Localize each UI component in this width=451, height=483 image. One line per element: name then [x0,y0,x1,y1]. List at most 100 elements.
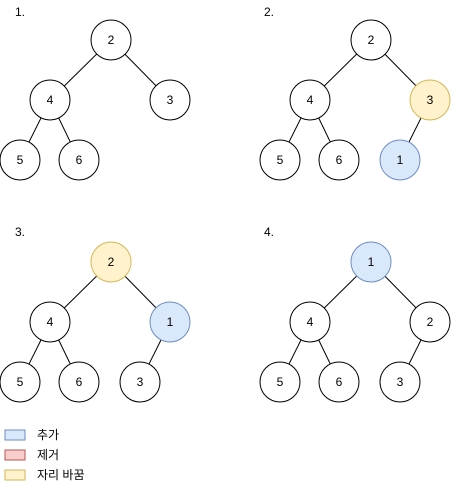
node-value: 5 [17,153,24,167]
node-value: 5 [277,375,284,389]
node-circle [29,79,71,121]
heap-node: 6 [58,361,100,403]
node-value: 1 [167,315,174,329]
node-circle [259,139,301,181]
heap-node: 3 [379,361,421,403]
node-circle [149,301,191,343]
heap-node: 2 [350,19,392,61]
node-value: 1 [368,255,375,269]
node-circle [58,361,100,403]
tree-edge [408,117,422,143]
tree-edge [58,117,71,143]
tree-edge [63,275,98,309]
node-circle [90,19,132,61]
node-value: 3 [167,93,174,107]
node-circle [289,301,331,343]
node-value: 2 [108,33,115,47]
node-value: 6 [336,153,343,167]
node-circle [379,139,421,181]
legend-label: 제거 [37,448,59,462]
node-circle [90,241,132,283]
node-value: 3 [427,93,434,107]
tree-edge [384,275,417,309]
heap-node: 6 [58,139,100,181]
heap-node: 1 [379,139,421,181]
heap-node: 3 [119,361,161,403]
tree-edge [288,339,302,365]
legend-item-swapped: 자리 바꿈 [4,468,85,482]
heap-node: 4 [289,79,331,121]
node-circle [259,361,301,403]
tree-edge [148,339,162,365]
panel-step-label: 2. [264,5,274,19]
node-value: 2 [108,255,115,269]
tree-edge [28,117,42,143]
node-value: 2 [427,315,434,329]
legend-item-removed: 제거 [4,448,59,462]
node-circle [409,79,451,121]
node-circle [0,139,41,181]
tree-edge [124,53,157,87]
node-circle [350,19,392,61]
heap-node: 3 [409,79,451,121]
node-value: 6 [76,153,83,167]
tree-edge [28,339,42,365]
heap-node: 2 [409,301,451,343]
node-circle [119,361,161,403]
heap-panel-1: 1. 2 4 3 5 6 [0,5,191,181]
node-circle [58,139,100,181]
heap-node: 1 [350,241,392,283]
heap-node: 4 [289,301,331,343]
heap-panel-4: 4. 1 4 2 5 6 3 [259,225,451,403]
heap-node: 5 [259,361,301,403]
node-value: 3 [137,375,144,389]
heap-node: 6 [318,139,360,181]
tree-edge [408,339,422,365]
tree-edge [323,53,358,87]
heap-node: 2 [90,241,132,283]
legend-label: 자리 바꿈 [37,468,85,482]
node-circle [289,79,331,121]
legend-item-added: 추가 [4,428,59,442]
node-circle [379,361,421,403]
heap-panel-2: 2. 2 4 3 5 6 1 [259,5,451,181]
node-circle [350,241,392,283]
node-value: 6 [336,375,343,389]
panel-step-label: 4. [264,225,274,239]
tree-edge [323,275,358,309]
node-circle [409,301,451,343]
heap-node: 5 [0,139,41,181]
node-circle [29,301,71,343]
node-value: 3 [397,375,404,389]
tree-edge [288,117,302,143]
heap-node: 2 [90,19,132,61]
legend-swatch [4,469,26,481]
node-circle [149,79,191,121]
heap-node: 5 [0,361,41,403]
panel-step-label: 3. [15,225,25,239]
node-value: 6 [76,375,83,389]
heap-node: 5 [259,139,301,181]
heap-node: 6 [318,361,360,403]
node-circle [318,361,360,403]
legend-swatch [4,449,26,461]
legend-swatch [4,429,26,441]
node-value: 5 [277,153,284,167]
node-value: 4 [47,93,54,107]
tree-edge [63,53,98,87]
panel-step-label: 1. [15,5,25,19]
node-value: 2 [368,33,375,47]
node-circle [0,361,41,403]
node-value: 5 [17,375,24,389]
tree-edge [124,275,157,309]
heap-node: 4 [29,79,71,121]
tree-edge [58,339,71,365]
node-value: 4 [307,93,314,107]
heap-node: 1 [149,301,191,343]
heap-node: 3 [149,79,191,121]
tree-edge [318,117,331,143]
